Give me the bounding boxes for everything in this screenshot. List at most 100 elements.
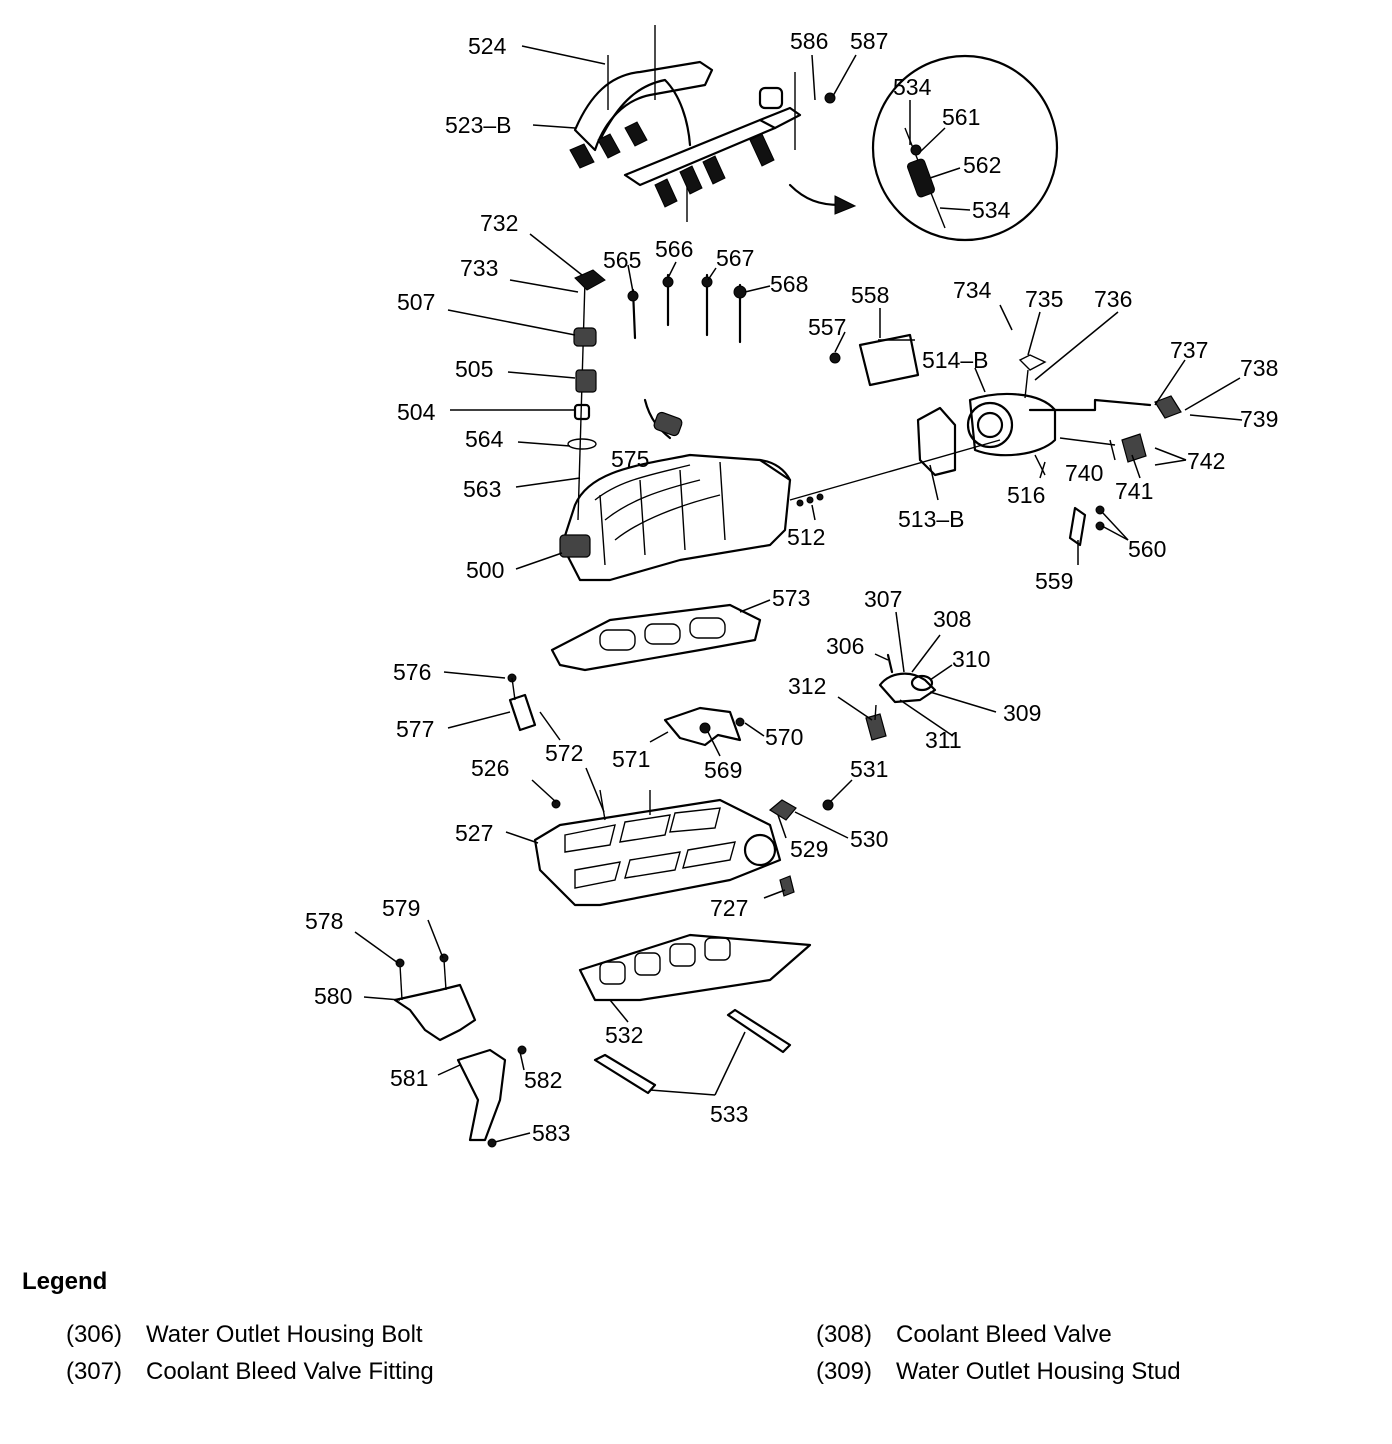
callout-311: 311 xyxy=(925,727,962,753)
callout-560: 560 xyxy=(1128,536,1166,562)
callout-312: 312 xyxy=(788,673,826,699)
legend-list: (306) Water Outlet Housing Bolt (308) Co… xyxy=(22,1320,1362,1386)
callout-740: 740 xyxy=(1065,460,1103,486)
callout-573: 573 xyxy=(772,585,810,611)
callout-533: 533 xyxy=(710,1101,748,1127)
callout-564: 564 xyxy=(465,426,504,452)
legend-label: Coolant Bleed Valve Fitting xyxy=(146,1358,434,1385)
bracket-580 xyxy=(393,953,477,1042)
legend-item: (308) Coolant Bleed Valve xyxy=(772,1320,1332,1349)
callout-735: 735 xyxy=(1025,286,1063,312)
callout-733: 733 xyxy=(460,255,498,281)
bracket-581 xyxy=(456,1045,527,1148)
lower-manifold-gasket xyxy=(578,933,812,1002)
callout-568: 568 xyxy=(770,271,808,297)
callout-580: 580 xyxy=(314,983,352,1009)
callout-507: 507 xyxy=(397,289,435,315)
callout-742: 742 xyxy=(1187,448,1225,474)
callout-524: 524 xyxy=(468,33,507,59)
callout-504: 504 xyxy=(397,399,436,425)
callout-587: 587 xyxy=(850,28,888,54)
injector-detail-view xyxy=(871,54,1059,242)
upper-manifold-gasket xyxy=(550,603,762,672)
callout-586: 586 xyxy=(790,28,828,54)
callout-738: 738 xyxy=(1240,355,1278,381)
end-seals xyxy=(593,1008,792,1095)
callout-561: 561 xyxy=(942,104,980,130)
legend-item: (306) Water Outlet Housing Bolt xyxy=(22,1320,772,1349)
callout-500: 500 xyxy=(466,557,504,583)
callout-513-b: 513–B xyxy=(898,506,965,532)
water-outlet-group xyxy=(865,653,937,741)
callout-531: 531 xyxy=(850,756,888,782)
legend-title: Legend xyxy=(22,1268,108,1295)
legend-item: (307) Coolant Bleed Valve Fitting xyxy=(22,1357,772,1386)
sensor-575 xyxy=(643,398,683,440)
callout-578: 578 xyxy=(305,908,343,934)
callout-734: 734 xyxy=(953,277,992,303)
legend-code: (308) xyxy=(815,1321,872,1348)
callout-526: 526 xyxy=(471,755,509,781)
callout-739: 739 xyxy=(1240,406,1278,432)
callout-labels: 524 523–B 586 587 534 561 562 534 732 73… xyxy=(305,28,1278,1146)
callout-532: 532 xyxy=(605,1022,643,1048)
callout-582: 582 xyxy=(524,1067,562,1093)
leader-lines xyxy=(354,45,1243,1143)
callout-737: 737 xyxy=(1170,337,1208,363)
callout-557: 557 xyxy=(808,314,846,340)
studs-565-568 xyxy=(627,273,747,344)
callout-530: 530 xyxy=(850,826,888,852)
callout-565: 565 xyxy=(603,247,641,273)
callout-562: 562 xyxy=(963,152,1001,178)
callout-558: 558 xyxy=(851,282,889,308)
callout-563: 563 xyxy=(463,476,501,502)
callout-566: 566 xyxy=(655,236,693,262)
callout-577: 577 xyxy=(396,716,434,742)
callout-527: 527 xyxy=(455,820,493,846)
legend-code: (309) xyxy=(815,1358,872,1385)
callout-579: 579 xyxy=(382,895,420,921)
callout-569: 569 xyxy=(704,757,742,783)
callout-736: 736 xyxy=(1094,286,1132,312)
callout-516: 516 xyxy=(1007,482,1045,508)
callout-741: 741 xyxy=(1115,478,1153,504)
callout-583: 583 xyxy=(532,1120,570,1146)
upper-intake-manifold xyxy=(559,439,1001,582)
legend-label: Coolant Bleed Valve xyxy=(896,1321,1112,1348)
callout-534-bottom: 534 xyxy=(972,197,1011,223)
callout-534-top: 534 xyxy=(893,74,932,100)
callout-727: 727 xyxy=(710,895,748,921)
callout-514-b: 514–B xyxy=(922,347,989,373)
callout-567: 567 xyxy=(716,245,754,271)
callout-576: 576 xyxy=(393,659,431,685)
bracket-577 xyxy=(507,673,537,732)
callout-570: 570 xyxy=(765,724,803,750)
callout-512: 512 xyxy=(787,524,825,550)
legend-code: (307) xyxy=(65,1358,122,1385)
exploded-parts-diagram: 524 523–B 586 587 534 561 562 534 732 73… xyxy=(305,25,1278,1148)
callout-581: 581 xyxy=(390,1065,428,1091)
valve-stack xyxy=(567,269,606,521)
callout-559: 559 xyxy=(1035,568,1073,594)
legend-label: Water Outlet Housing Stud xyxy=(896,1358,1181,1385)
legend-code: (306) xyxy=(65,1321,122,1348)
callout-309: 309 xyxy=(1003,700,1041,726)
callout-523-b: 523–B xyxy=(445,112,512,138)
legend: Legend (306) Water Outlet Housing Bolt (… xyxy=(22,1268,1362,1386)
legend-label: Water Outlet Housing Bolt xyxy=(146,1321,423,1348)
bracket-571 xyxy=(663,706,745,747)
callout-308: 308 xyxy=(933,606,971,632)
callout-505: 505 xyxy=(455,356,493,382)
lower-intake-manifold xyxy=(533,789,834,907)
callout-310: 310 xyxy=(952,646,990,672)
callout-572: 572 xyxy=(545,740,583,766)
callout-732: 732 xyxy=(480,210,518,236)
fuel-rail-assembly xyxy=(569,25,857,222)
callout-571: 571 xyxy=(612,746,650,772)
callout-307: 307 xyxy=(864,586,902,612)
callout-306: 306 xyxy=(826,633,864,659)
legend-item: (309) Water Outlet Housing Stud xyxy=(772,1357,1332,1386)
throttle-body xyxy=(829,333,1182,547)
callout-529: 529 xyxy=(790,836,828,862)
callout-575: 575 xyxy=(611,446,649,472)
